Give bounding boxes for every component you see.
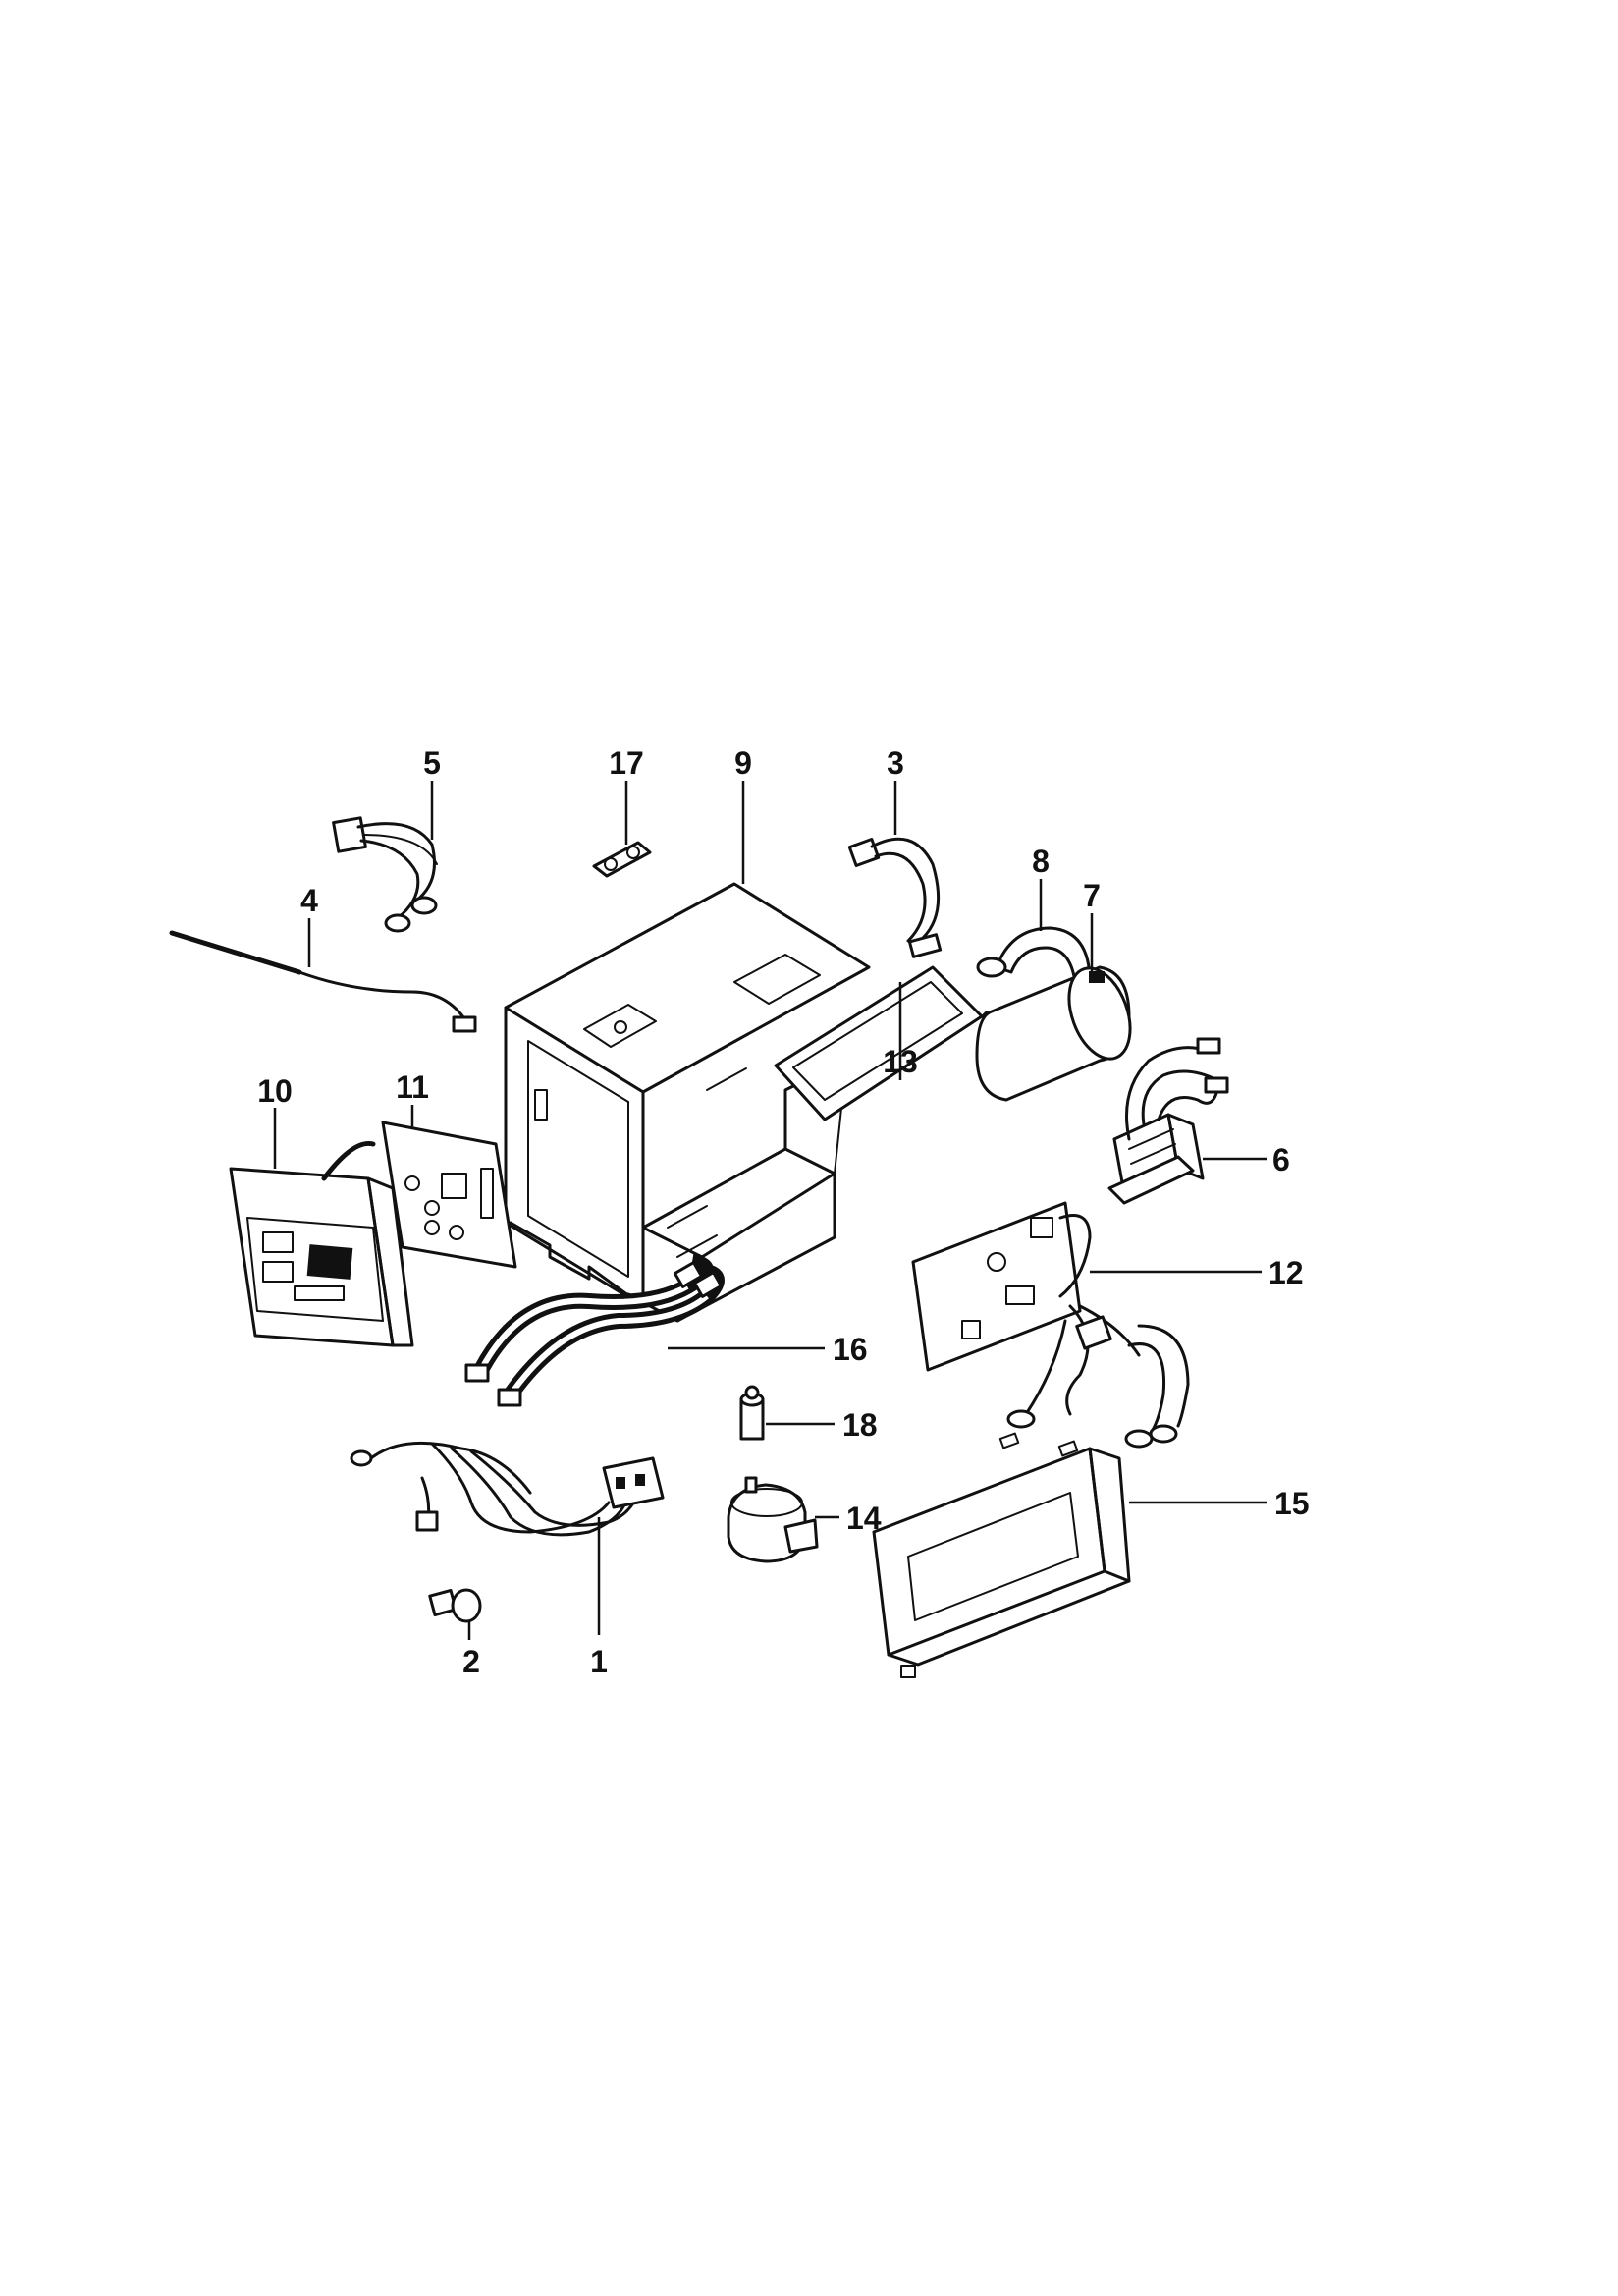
callout-3: 3 xyxy=(887,745,904,781)
part-16-ribbon-cable xyxy=(464,1254,725,1407)
callout-17: 17 xyxy=(609,745,644,781)
callout-5: 5 xyxy=(423,745,441,781)
callout-16: 16 xyxy=(833,1332,868,1367)
part-11-control-pcb xyxy=(381,1121,517,1269)
callout-11: 11 xyxy=(396,1069,429,1105)
callout-2: 2 xyxy=(462,1644,480,1679)
part-7-capacitor xyxy=(975,965,1132,1102)
callout-7: 7 xyxy=(1083,878,1101,913)
part-4-sensor-probe xyxy=(169,930,477,1033)
callout-14: 14 xyxy=(846,1501,882,1536)
part-6-transformer xyxy=(1107,1037,1229,1205)
part-2-fitting xyxy=(428,1588,482,1623)
part-8-clamp xyxy=(976,926,1092,1023)
callout-labels: 5 17 9 3 4 8 7 11 10 13 6 12 16 18 14 15… xyxy=(257,745,1309,1679)
part-18-cylinder xyxy=(739,1385,765,1441)
callout-15: 15 xyxy=(1274,1486,1310,1521)
part-14-motor xyxy=(727,1476,819,1563)
callout-8: 8 xyxy=(1032,844,1050,879)
callout-4: 4 xyxy=(300,883,318,918)
part-1-main-harness xyxy=(350,1441,665,1537)
part-15-front-cover xyxy=(872,1432,1131,1678)
leader-lines xyxy=(273,781,1267,1640)
part-13-gasket xyxy=(774,965,988,1121)
part-3-wire-lead xyxy=(847,837,943,958)
part-5-wire-harness xyxy=(332,816,438,933)
part-12-power-pcb xyxy=(911,1201,1190,1449)
callout-13: 13 xyxy=(883,1044,918,1079)
callout-10: 10 xyxy=(257,1073,293,1109)
callout-9: 9 xyxy=(734,745,752,781)
part-9-chassis xyxy=(504,882,871,1323)
callout-12: 12 xyxy=(1268,1255,1304,1290)
callout-6: 6 xyxy=(1272,1142,1290,1177)
part-17-clip xyxy=(592,841,652,878)
callout-18: 18 xyxy=(842,1407,878,1443)
part-10-control-panel xyxy=(229,1140,414,1347)
callout-1: 1 xyxy=(590,1644,608,1679)
